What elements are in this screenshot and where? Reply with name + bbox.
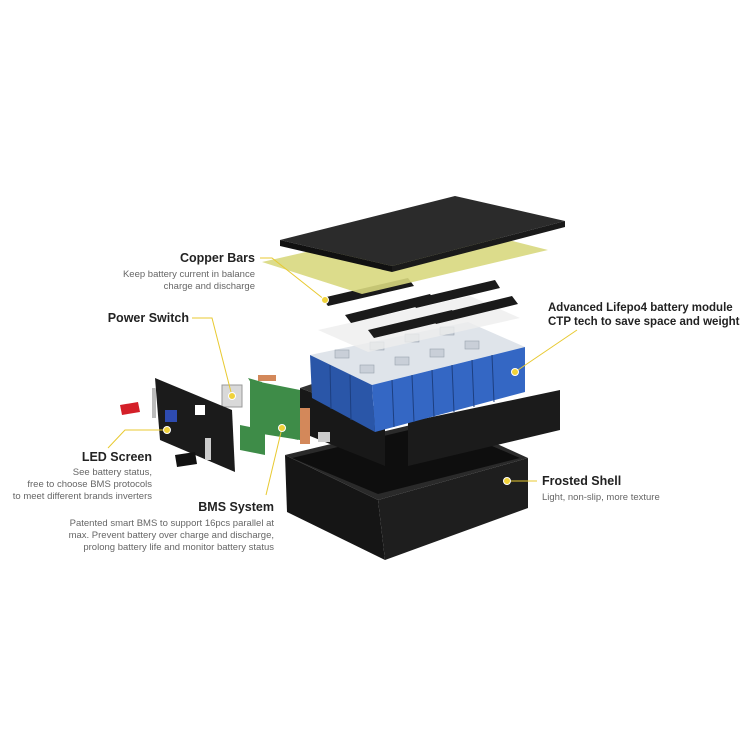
copper-bars-desc-1: Keep battery current in balance xyxy=(122,269,255,280)
bms-board xyxy=(240,375,330,455)
bms-system-desc-1: Patented smart BMS to support 16pcs para… xyxy=(69,518,274,529)
top-lid xyxy=(280,196,565,272)
battery-module-line-2: CTP tech to save space and weight xyxy=(548,316,740,328)
copper-bars-desc-2: charge and discharge xyxy=(163,281,255,292)
front-panel xyxy=(300,388,385,466)
power-switch-title: Power Switch xyxy=(107,311,189,325)
led-screen-desc-1: See battery status, xyxy=(72,467,152,478)
leader-lines xyxy=(107,257,578,496)
led-panel-plate xyxy=(152,378,235,472)
red-connector xyxy=(120,402,140,415)
battery-module-line-1: Advanced Lifepo4 battery module xyxy=(548,302,733,314)
frosted-shell-desc: Light, non-slip, more texture xyxy=(542,492,660,503)
bms-system-desc-2: max. Prevent battery over charge and dis… xyxy=(68,530,274,541)
side-panel xyxy=(408,390,560,466)
bms-system-desc-3: prolong battery life and monitor battery… xyxy=(83,542,274,553)
power-switch-callout: Power Switch xyxy=(108,311,189,325)
copper-bars-title: Copper Bars xyxy=(179,251,255,265)
copper-bars-callout: Copper Bars Keep battery current in bala… xyxy=(123,251,255,293)
frosted-shell-title: Frosted Shell xyxy=(542,474,622,488)
black-connector xyxy=(175,452,197,467)
battery-module-callout: Advanced Lifepo4 battery module CTP tech… xyxy=(548,301,740,329)
bms-system-callout: BMS System Patented smart BMS to support… xyxy=(69,500,274,554)
bms-system-title: BMS System xyxy=(198,500,274,514)
led-screen-title: LED Screen xyxy=(81,450,152,464)
callout-dots xyxy=(163,296,519,485)
led-screen-desc-3: to meet different brands inverters xyxy=(12,491,152,502)
frosted-shell-callout: Frosted Shell Light, non-slip, more text… xyxy=(542,474,660,504)
led-screen-desc-2: free to choose BMS protocols xyxy=(27,479,152,490)
led-screen-callout: LED Screen See battery status, free to c… xyxy=(13,450,152,503)
